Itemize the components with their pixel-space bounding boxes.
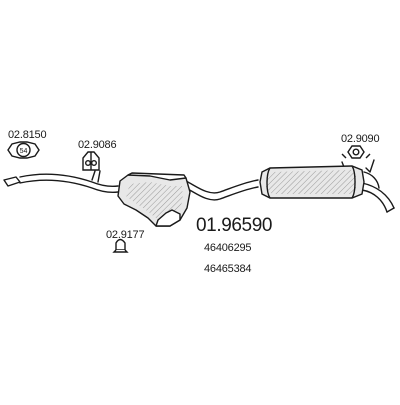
gasket-inner-label: 54 xyxy=(20,148,28,155)
rubber-mount-icon xyxy=(341,145,371,159)
oe-number-1: 46406295 xyxy=(204,242,252,254)
mount-code-label: 02.9090 xyxy=(341,133,380,145)
front-muffler xyxy=(117,172,191,227)
oe-number-2: 46465384 xyxy=(204,263,252,275)
rear-muffler xyxy=(259,165,365,199)
rubber-hanger-icon xyxy=(82,151,100,171)
clamp-icon xyxy=(112,238,129,253)
flange-gasket-icon: 54 xyxy=(7,141,40,159)
gasket-code-label: 02.8150 xyxy=(8,129,47,141)
main-part-number: 01.96590 xyxy=(196,215,273,236)
hanger-code-label: 02.9086 xyxy=(78,139,117,151)
clamp-code-label: 02.9177 xyxy=(106,229,145,241)
